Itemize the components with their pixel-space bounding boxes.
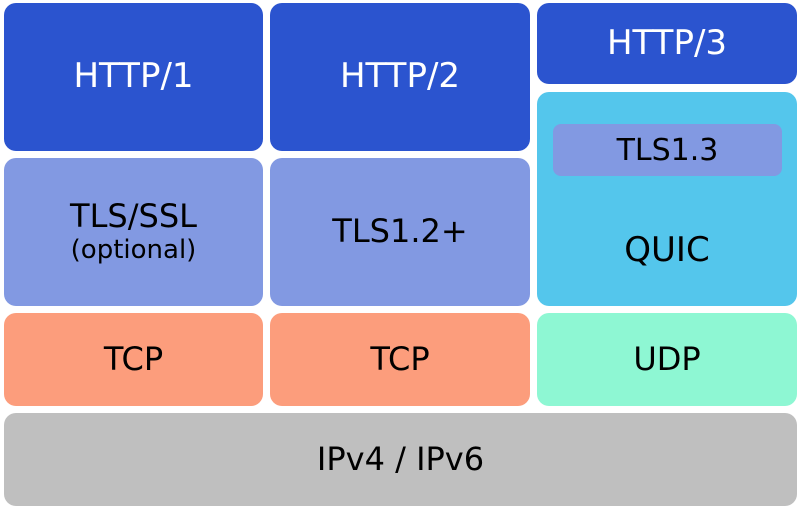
http2-layer: HTTP/2 bbox=[270, 3, 530, 151]
tls-ssl-label: TLS/SSL bbox=[70, 197, 197, 236]
quic-label: QUIC bbox=[624, 230, 710, 270]
tls12-layer: TLS1.2+ bbox=[270, 158, 530, 306]
tcp-label-col2: TCP bbox=[370, 339, 430, 378]
udp-label: UDP bbox=[633, 339, 701, 378]
tcp-label-col1: TCP bbox=[103, 339, 164, 378]
tls-ssl-layer: TLS/SSL (optional) bbox=[4, 158, 263, 306]
tls13-layer: TLS1.3 bbox=[553, 124, 782, 176]
http2-label: HTTP/2 bbox=[339, 56, 461, 97]
http1-layer: HTTP/1 bbox=[4, 3, 263, 151]
ip-layer: IPv4 / IPv6 bbox=[4, 413, 797, 506]
http3-label: HTTP/3 bbox=[606, 22, 728, 63]
tcp-layer-col2: TCP bbox=[270, 313, 530, 406]
tcp-layer-col1: TCP bbox=[4, 313, 263, 406]
quic-layer: TLS1.3 QUIC bbox=[537, 92, 797, 306]
tls-ssl-optional-note: (optional) bbox=[70, 235, 197, 266]
tls13-label: TLS1.3 bbox=[616, 132, 719, 168]
udp-layer: UDP bbox=[537, 313, 797, 406]
tls12-label: TLS1.2+ bbox=[332, 212, 468, 251]
http3-layer: HTTP/3 bbox=[537, 3, 797, 84]
http1-label: HTTP/1 bbox=[73, 56, 194, 97]
ip-label: IPv4 / IPv6 bbox=[316, 439, 485, 478]
